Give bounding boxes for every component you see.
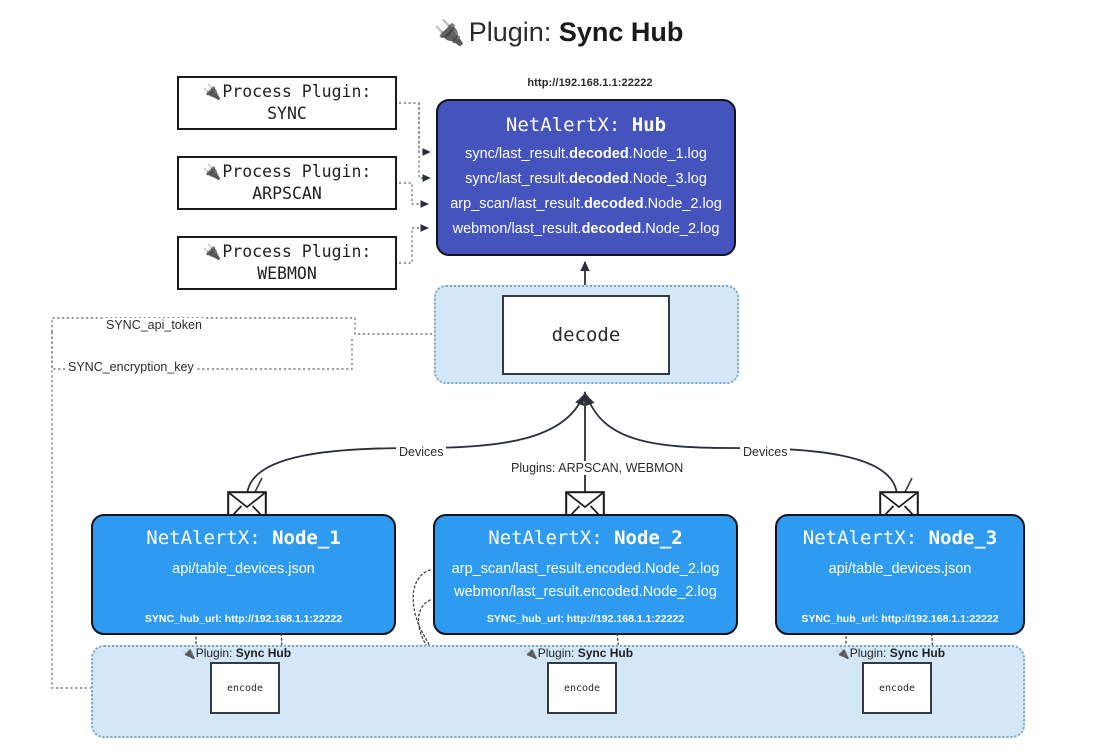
node-hub-url-label: SYNC_hub_url: http://192.168.1.1:22222: [486, 613, 685, 625]
hub-log-post: .Node_2.log: [643, 195, 722, 212]
node-title: NetAlertX: Node_2: [435, 527, 736, 549]
hub-log-line: sync/last_result.decoded.Node_1.log: [438, 142, 734, 167]
hub-node-box[interactable]: NetAlertX: Hub sync/last_result.decoded.…: [436, 99, 736, 256]
hub-title: NetAlertX: Hub: [438, 114, 734, 136]
node-line: arp_scan/last_result.encoded.Node_2.log: [451, 561, 720, 577]
process-plugin-box-sync[interactable]: 🔌Process Plugin: SYNC: [177, 76, 397, 130]
page-title-name: Sync Hub: [558, 17, 684, 47]
encode-plugin-label: 🔌Plugin: Sync Hub: [182, 646, 291, 660]
node-title-name: Node_3: [928, 527, 998, 549]
hub-log-line: arp_scan/last_result.decoded.Node_2.log: [438, 192, 734, 217]
node-hub-url-label: SYNC_hub_url: http://192.168.1.1:22222: [144, 613, 343, 625]
process-plugin-label: Process Plugin:: [222, 82, 372, 102]
encode-plugin-name: Sync Hub: [235, 646, 292, 660]
edge-label-devices-right: Devices: [740, 445, 791, 459]
process-plugin-label: Process Plugin:: [222, 162, 372, 182]
plug-icon: 🔌: [524, 648, 538, 660]
hub-log-line: webmon/last_result.decoded.Node_2.log: [438, 217, 734, 242]
page-title: 🔌Plugin: Sync Hub: [0, 16, 1117, 48]
hub-log-post: .Node_2.log: [641, 220, 720, 237]
node-line-list: api/table_devices.json: [777, 558, 1023, 581]
plug-icon: 🔌: [182, 648, 196, 660]
encode-plugin-prefix: Plugin:: [537, 646, 575, 660]
decode-box[interactable]: decode: [502, 295, 670, 375]
node-line: api/table_devices.json: [828, 561, 972, 577]
hub-title-prefix: NetAlertX:: [505, 114, 621, 136]
plug-icon: 🔌: [433, 19, 465, 47]
encode-plugin-label: 🔌Plugin: Sync Hub: [524, 646, 633, 660]
node-title-name: Node_2: [614, 527, 683, 549]
edge-label-api-token: SYNC_api_token: [103, 318, 205, 332]
hub-log-line: sync/last_result.decoded.Node_3.log: [438, 167, 734, 192]
node-title-prefix: NetAlertX:: [146, 527, 261, 549]
encode-plugin-label: 🔌Plugin: Sync Hub: [836, 646, 945, 660]
node-title: NetAlertX: Node_1: [93, 527, 394, 549]
encode-box[interactable]: encode: [547, 662, 617, 714]
plug-icon: 🔌: [202, 243, 222, 262]
process-plugin-box-webmon[interactable]: 🔌Process Plugin: WEBMON: [177, 236, 397, 290]
node-line: api/table_devices.json: [172, 561, 315, 577]
encode-box[interactable]: encode: [862, 662, 932, 714]
node-line: webmon/last_result.encoded.Node_2.log: [454, 584, 717, 601]
hub-log-strong: decoded: [569, 146, 629, 162]
hub-url-label: http://192.168.1.1:22222: [527, 77, 653, 89]
process-plugin-name: SYNC: [267, 104, 307, 124]
encode-plugin-name: Sync Hub: [577, 646, 634, 660]
hub-title-name: Hub: [631, 114, 667, 136]
edge-label-plugins: Plugins: ARPSCAN, WEBMON: [508, 461, 687, 475]
process-plugin-box-arpscan[interactable]: 🔌Process Plugin: ARPSCAN: [177, 156, 397, 210]
encode-box[interactable]: encode: [210, 662, 280, 714]
encode-plugin-prefix: Plugin:: [195, 646, 233, 660]
process-plugin-line1: 🔌Process Plugin:: [203, 241, 372, 263]
node-title: NetAlertX: Node_3: [777, 527, 1023, 549]
hub-log-pre: webmon/last_result.: [452, 220, 582, 237]
process-plugin-name: ARPSCAN: [252, 184, 322, 204]
hub-log-pre: sync/last_result.: [465, 146, 570, 162]
node-title-name: Node_1: [272, 527, 341, 549]
hub-log-list: sync/last_result.decoded.Node_1.log sync…: [438, 142, 734, 242]
hub-log-post: .Node_1.log: [628, 146, 707, 162]
node-hub-url-label: SYNC_hub_url: http://192.168.1.1:22222: [801, 613, 999, 625]
encode-plugin-name: Sync Hub: [889, 646, 946, 660]
node-title-prefix: NetAlertX:: [488, 527, 603, 549]
edge-label-devices-left: Devices: [396, 445, 447, 459]
node-box-node-1[interactable]: NetAlertX: Node_1 api/table_devices.json…: [91, 514, 396, 635]
hub-log-post: .Node_3.log: [628, 170, 707, 187]
process-plugin-name: WEBMON: [257, 264, 317, 284]
edge-label-encryption-key: SYNC_encryption_key: [65, 360, 197, 374]
plug-icon: 🔌: [202, 163, 222, 182]
hub-log-strong: decoded: [581, 220, 642, 237]
hub-log-strong: decoded: [569, 170, 629, 187]
process-plugin-line1: 🔌Process Plugin:: [203, 81, 372, 103]
node-title-prefix: NetAlertX:: [802, 527, 918, 549]
page-title-prefix: Plugin:: [468, 17, 552, 47]
hub-log-pre: sync/last_result.: [465, 170, 570, 187]
node-box-node-3[interactable]: NetAlertX: Node_3 api/table_devices.json…: [775, 514, 1025, 635]
plug-icon: 🔌: [836, 648, 850, 660]
process-plugin-label: Process Plugin:: [222, 242, 372, 262]
encode-plugin-prefix: Plugin:: [849, 646, 887, 660]
node-line-list: api/table_devices.json: [93, 558, 394, 581]
process-plugin-line1: 🔌Process Plugin:: [203, 161, 372, 183]
node-line-list: arp_scan/last_result.encoded.Node_2.log …: [435, 558, 736, 605]
hub-log-pre: arp_scan/last_result.: [450, 195, 584, 212]
node-box-node-2[interactable]: NetAlertX: Node_2 arp_scan/last_result.e…: [433, 514, 738, 635]
hub-log-strong: decoded: [583, 195, 644, 212]
plug-icon: 🔌: [202, 83, 222, 102]
